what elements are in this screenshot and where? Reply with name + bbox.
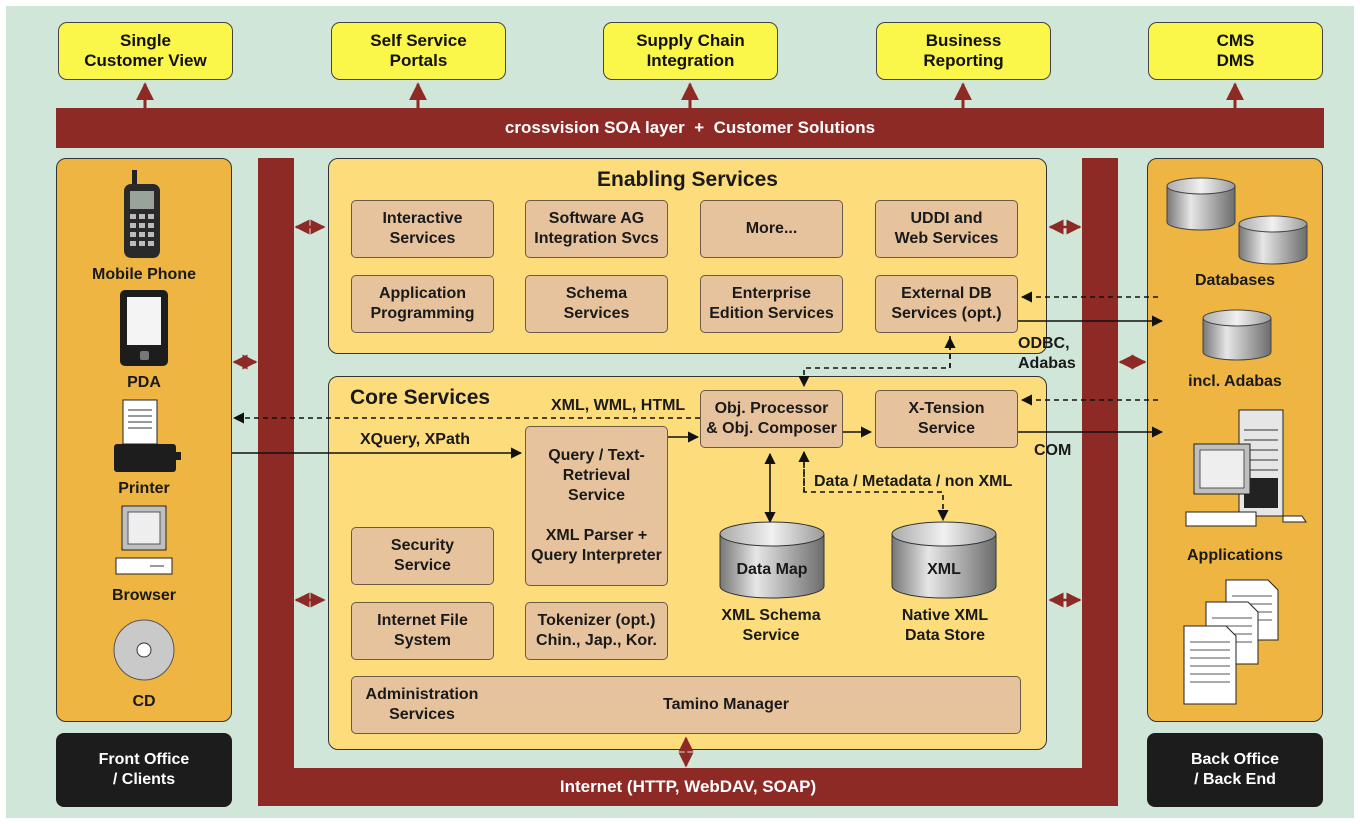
soa-layer-bar: crossvision SOA layer + Customer Solutio… — [56, 108, 1324, 148]
database-icon-1 — [1166, 177, 1236, 231]
internet-connector-arrows — [232, 219, 1147, 768]
soa-layer-label: crossvision SOA layer + Customer Solutio… — [504, 118, 876, 137]
administration-services-label: Administration Services — [365, 686, 479, 723]
application-programming-box: Application Programming — [351, 275, 494, 333]
tokenizer-box: Tokenizer (opt.) Chin., Jap., Kor. — [525, 602, 668, 660]
top-app-business-reporting: Business Reporting — [876, 22, 1051, 80]
printer-label: Printer — [118, 480, 170, 497]
top-app-single-customer-view: Single Customer View — [58, 22, 233, 80]
more-box: More... — [700, 200, 843, 258]
browser-label: Browser — [111, 587, 177, 604]
security-service-box: Security Service — [351, 527, 494, 585]
back-office-caption: Back Office / Back End — [1147, 733, 1323, 807]
enabling-services-title: Enabling Services — [597, 168, 778, 191]
applications-label: Applications — [1186, 547, 1283, 564]
flow-arrows — [232, 291, 1164, 524]
top-app-supply-chain-integration: Supply Chain Integration — [603, 22, 778, 80]
documents-icon — [1183, 579, 1279, 705]
odbc-adabas-label: ODBC, Adabas — [1018, 335, 1076, 372]
cd-icon — [113, 619, 175, 681]
database-icon-adabas — [1202, 309, 1272, 361]
administration-services-box: Administration Services Tamino Manager — [351, 676, 1021, 734]
mobile-phone-label: Mobile Phone — [92, 266, 196, 283]
data-map-label: Data Map — [736, 561, 808, 578]
object-processor-box: Obj. Processor & Obj. Composer — [700, 390, 843, 448]
pda-icon — [120, 290, 168, 366]
top-app-cms-dms: CMS DMS — [1148, 22, 1323, 80]
mobile-phone-icon — [124, 170, 160, 258]
interactive-services-box: Interactive Services — [351, 200, 494, 258]
printer-icon — [114, 399, 181, 472]
schema-services-box: Schema Services — [525, 275, 668, 333]
enterprise-edition-services-box: Enterprise Edition Services — [700, 275, 843, 333]
internet-bar-left — [258, 158, 294, 806]
internet-bar-bottom: Internet (HTTP, WebDAV, SOAP) — [258, 768, 1118, 806]
query-retrieval-service-box: Query / Text- Retrieval Service XML Pars… — [525, 426, 668, 586]
external-db-services-box: External DB Services (opt.) — [875, 275, 1018, 333]
com-label: COM — [1034, 442, 1072, 459]
xml-cylinder-label: XML — [927, 561, 961, 578]
top-app-self-service-portals: Self Service Portals — [331, 22, 506, 80]
adabas-label: incl. Adabas — [1188, 373, 1282, 390]
front-office-caption: Front Office / Clients — [56, 733, 232, 807]
tamino-manager-label: Tamino Manager — [663, 696, 789, 713]
internet-label: Internet (HTTP, WebDAV, SOAP) — [559, 777, 817, 796]
browser-icon — [115, 505, 173, 575]
xml-wml-html-label: XML, WML, HTML — [551, 397, 686, 414]
core-services-title: Core Services — [350, 386, 491, 409]
pda-label: PDA — [127, 374, 161, 391]
internet-bar-right — [1082, 158, 1118, 806]
databases-label: Databases — [1194, 272, 1276, 289]
internet-file-system-box: Internet File System — [351, 602, 494, 660]
native-xml-data-store-label: Native XML Data Store — [901, 607, 989, 644]
database-icon-2 — [1238, 215, 1308, 265]
integration-services-box: Software AG Integration Svcs — [525, 200, 668, 258]
data-metadata-label: Data / Metadata / non XML — [814, 473, 1013, 490]
xml-cylinder — [891, 521, 997, 599]
x-tension-service-box: X-Tension Service — [875, 390, 1018, 448]
computer-icon — [1185, 409, 1307, 527]
xquery-xpath-label: XQuery, XPath — [360, 431, 470, 448]
soa-up-arrows — [136, 82, 1244, 108]
data-map-cylinder — [719, 521, 825, 599]
cd-label: CD — [132, 693, 156, 710]
uddi-web-services-box: UDDI and Web Services — [875, 200, 1018, 258]
xml-schema-service-label: XML Schema Service — [721, 607, 821, 644]
